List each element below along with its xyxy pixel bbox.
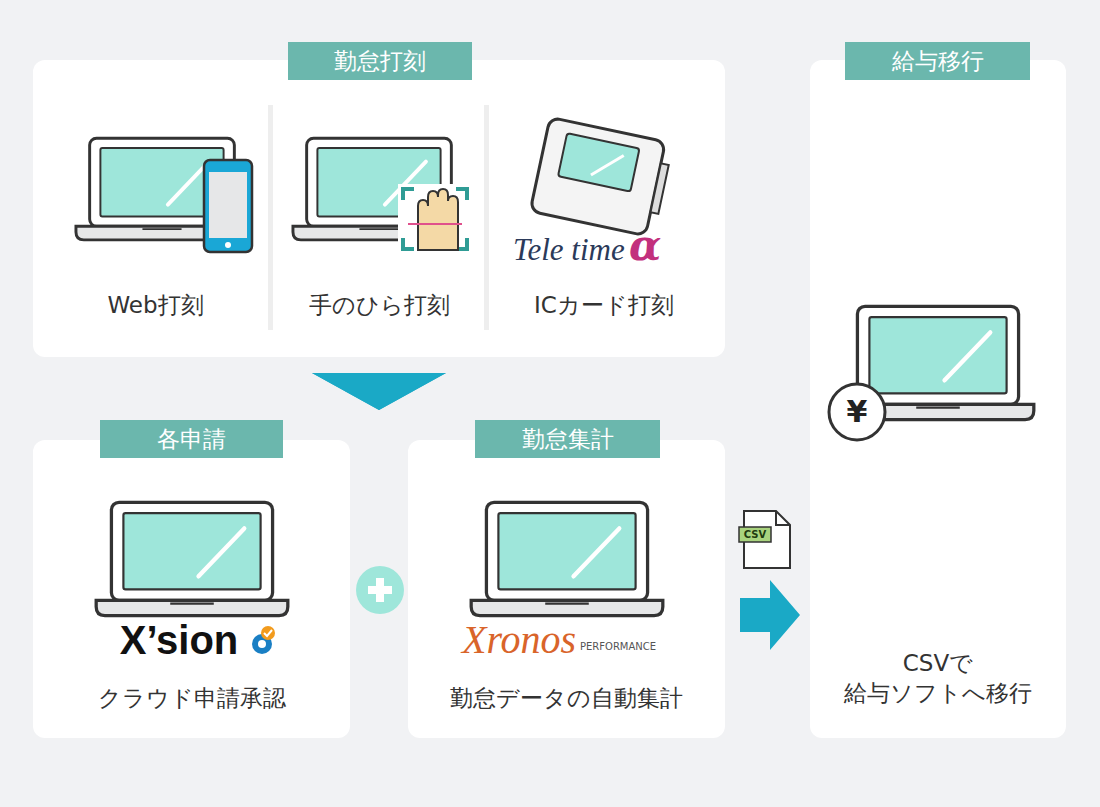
- cap-text: ICカード打刻: [489, 290, 719, 320]
- laptop-icon: [471, 502, 663, 615]
- divider: [268, 105, 273, 330]
- cap-text: Web打刻: [43, 290, 268, 320]
- tab-text: 勤怠打刻: [288, 42, 472, 80]
- panel: [33, 60, 725, 357]
- csv-file-icon: [739, 511, 790, 568]
- divider: [484, 105, 489, 330]
- flow-arrow: [312, 373, 446, 410]
- panel: [33, 440, 350, 738]
- plus-icon: [356, 566, 404, 614]
- group-panel: 勤怠集計XronosPERFORMANCE勤怠データの自動集計: [408, 440, 725, 738]
- xronos-text: Xronos: [462, 618, 576, 662]
- cap-text: CSVで 給与ソフトへ移行: [828, 648, 1048, 708]
- method-column: Web打刻: [43, 60, 268, 357]
- yen-coin: [829, 384, 885, 440]
- tab-text: 各申請: [100, 420, 283, 458]
- tab-text: 勤怠集計: [475, 420, 660, 458]
- perf-text: PERFORMANCE: [580, 641, 656, 653]
- group-panel: 勤怠打刻Web打刻手のひら打刻Tele timeαICカード打刻: [33, 60, 725, 357]
- flow-arrow: [740, 580, 800, 650]
- xsion-mark: [252, 626, 275, 654]
- tab-text: 給与移行: [845, 42, 1030, 80]
- cap-text: クラウド申請承認: [33, 683, 350, 713]
- phone-icon: [204, 160, 252, 252]
- method-column: 手のひら打刻: [273, 60, 485, 357]
- flow-arrow: [312, 373, 446, 410]
- method-column: Tele timeαICカード打刻: [489, 60, 719, 357]
- ic-card-reader-icon: [530, 117, 673, 237]
- panel: [408, 440, 725, 738]
- yen-symbol: ¥: [829, 384, 885, 440]
- file-type-label: CSV: [739, 527, 771, 542]
- palm-scanner-icon: [398, 184, 472, 254]
- alpha-text: α: [629, 224, 661, 268]
- group-panel: 各申請X’sionクラウド申請承認: [33, 440, 350, 738]
- cap-text: 勤怠データの自動集計: [408, 683, 725, 713]
- xsion-text: X’sion: [33, 618, 325, 662]
- tele-text: Tele time: [513, 232, 625, 268]
- panel: [810, 60, 1066, 738]
- laptop-icon: [96, 502, 288, 615]
- cap-text: 手のひら打刻: [273, 290, 485, 320]
- laptop-icon: [76, 138, 248, 240]
